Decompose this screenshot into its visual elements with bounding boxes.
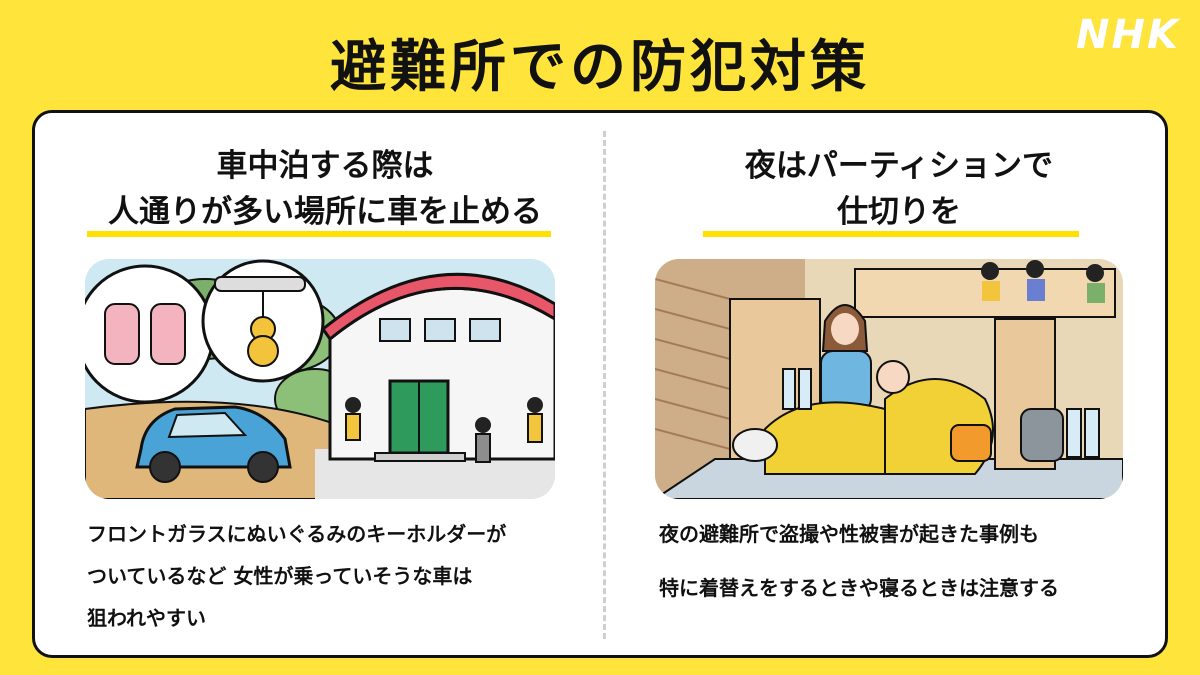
right-body-line-1: 夜の避難所で盗撮や性被害が起きた事例も [659,522,1039,546]
left-panel: 車中泊する際は 人通りが多い場所に車を止める [65,113,585,661]
right-body-text: 夜の避難所で盗撮や性被害が起きた事例も 特に着替えをするときや寝るときは注意する [659,513,1059,609]
right-panel: 夜はパーティションで 仕切りを [639,113,1159,661]
left-body-line-3: 狙われやすい [87,606,206,630]
right-body-line-2: 特に着替えをするときや寝るときは注意する [659,576,1059,600]
page-title: 避難所での防犯対策 [330,35,870,100]
car-parking-icon [85,259,555,499]
panel-divider [603,131,606,639]
nhk-logo: NHK [1076,12,1180,58]
left-heading-underline [87,231,551,237]
left-body-text: フロントガラスにぬいぐるみのキーホルダーが ついているなど 女性が乗っていそうな… [87,513,506,639]
left-heading-line-2: 人通りが多い場所に車を止める [108,194,542,230]
left-body-line-1: フロントガラスにぬいぐるみのキーホルダーが [87,522,507,546]
shelter-partition-icon [655,259,1123,499]
left-heading: 車中泊する際は 人通りが多い場所に車を止める [65,143,585,235]
left-body-line-2: ついているなど 女性が乗っていそうな車は [87,564,473,588]
right-heading: 夜はパーティションで 仕切りを [639,143,1159,235]
right-heading-underline [703,231,1079,237]
left-heading-line-1: 車中泊する際は [216,148,434,184]
content-card: 車中泊する際は 人通りが多い場所に車を止める [32,110,1168,658]
right-heading-line-2: 仕切りを [837,194,961,230]
right-heading-line-1: 夜はパーティションで [744,148,1054,184]
